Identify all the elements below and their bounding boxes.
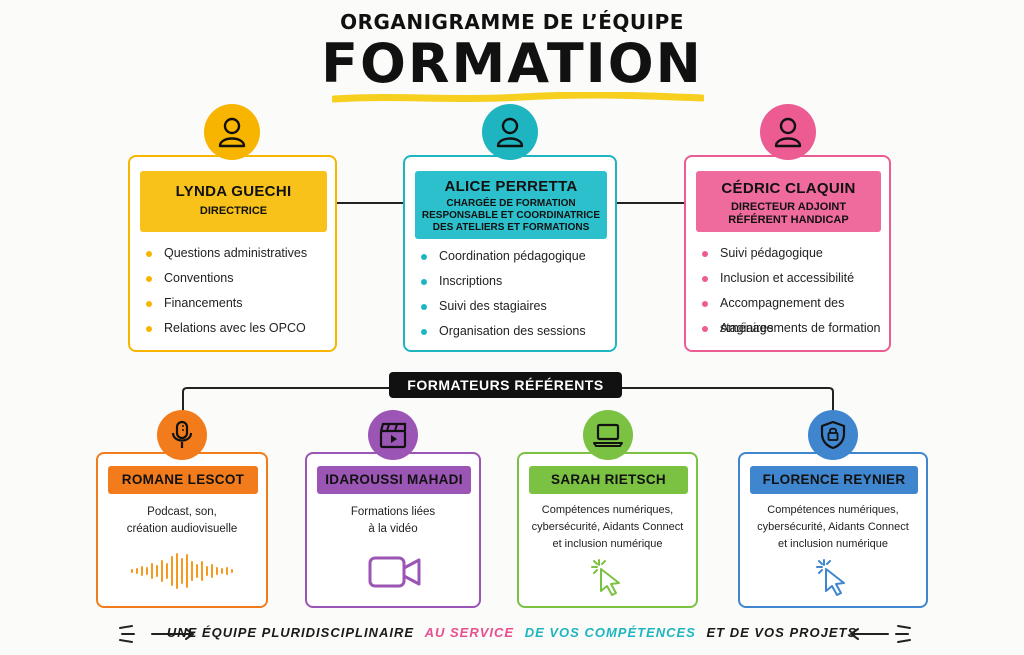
trainer-name: ROMANE LESCOT xyxy=(121,472,245,487)
leader-role-line: CHARGÉE DE FORMATION xyxy=(446,198,576,209)
list-item: Relations avec les OPCO xyxy=(146,316,307,341)
leader-role: DIRECTRICE xyxy=(199,205,268,217)
person-icon xyxy=(774,117,802,148)
desc-line: Compétences numériques, xyxy=(767,504,899,516)
list-item: Conventions xyxy=(146,266,307,291)
footer-decoration-left xyxy=(119,625,195,643)
trainer-icon-circle xyxy=(808,410,858,460)
leader-role-line: RESPONSABLE ET COORDINATRICE xyxy=(421,210,601,221)
connector-line xyxy=(616,202,684,204)
trainer-name: FLORENCE REYNIER xyxy=(762,472,906,487)
leader-name-box: LYNDA GUECHI DIRECTRICE xyxy=(140,171,327,232)
list-item: Accompagnement des stagiaires xyxy=(702,291,889,335)
list-item: Coordination pédagogique xyxy=(421,244,586,269)
trainer-icon-circle xyxy=(583,410,633,460)
footer-text: DE VOS COMPÉTENCES xyxy=(524,625,696,640)
connector-line xyxy=(335,202,403,204)
desc-line: à la vidéo xyxy=(368,523,418,535)
leader-card: ALICE PERRETTA CHARGÉE DE FORMATION RESP… xyxy=(403,155,617,352)
avatar xyxy=(760,104,816,160)
section-banner: FORMATEURS RÉFÉRENTS xyxy=(389,372,622,398)
trainer-name: SARAH RIETSCH xyxy=(551,472,666,487)
shield-lock-icon xyxy=(820,420,846,450)
leader-role-line: DIRECTEUR ADJOINT xyxy=(730,201,847,213)
footer-text: UNE ÉQUIPE PLURIDISCIPLINAIRE xyxy=(166,625,414,640)
desc-line: Podcast, son, xyxy=(147,506,217,518)
page-subtitle: ORGANIGRAMME DE L’ÉQUIPE xyxy=(340,10,684,34)
list-item: Organisation des sessions xyxy=(421,319,586,344)
soundwave-icon xyxy=(131,553,233,589)
task-list: Coordination pédagogique Inscriptions Su… xyxy=(421,244,586,344)
cursor-click-icon xyxy=(591,559,620,596)
footer-text: AU SERVICE xyxy=(424,625,515,640)
desc-line: création audiovisuelle xyxy=(126,523,238,535)
leader-name-box: CÉDRIC CLAQUIN DIRECTEUR ADJOINT RÉFÉREN… xyxy=(696,171,881,232)
title-underline xyxy=(332,92,704,103)
trainer-name-box: SARAH RIETSCH xyxy=(529,466,688,494)
list-item: Inclusion et accessibilité xyxy=(702,266,889,291)
trainer-description: Compétences numériques, cybersécurité, A… xyxy=(740,502,926,553)
leader-name: ALICE PERRETTA xyxy=(444,178,578,195)
trainer-icon-circle xyxy=(368,410,418,460)
leader-name-box: ALICE PERRETTA CHARGÉE DE FORMATION RESP… xyxy=(415,171,607,239)
laptop-icon xyxy=(593,423,623,447)
list-item: Questions administratives xyxy=(146,241,307,266)
trainer-icon-circle xyxy=(157,410,207,460)
list-item: Financements xyxy=(146,291,307,316)
trainer-card: SARAH RIETSCH Compétences numériques, cy… xyxy=(517,452,698,608)
trainer-name-box: FLORENCE REYNIER xyxy=(750,466,918,494)
footer-tagline: UNE ÉQUIPE PLURIDISCIPLINAIRE AU SERVICE… xyxy=(0,625,1024,640)
trainer-description: Podcast, son, création audiovisuelle xyxy=(98,504,266,538)
leader-card: LYNDA GUECHI DIRECTRICE Questions admini… xyxy=(128,155,337,352)
avatar xyxy=(204,104,260,160)
desc-line: cybersécurité, Aidants Connect xyxy=(531,521,684,533)
person-icon xyxy=(218,117,246,148)
desc-line: Formations liées xyxy=(350,506,436,518)
leader-card: CÉDRIC CLAQUIN DIRECTEUR ADJOINT RÉFÉREN… xyxy=(684,155,891,352)
list-item: Aménagements de formation xyxy=(702,316,889,341)
trainer-name-box: IDAROUSSI MAHADI xyxy=(317,466,471,494)
footer-decoration-right xyxy=(849,625,911,643)
list-item: Inscriptions xyxy=(421,269,586,294)
clapperboard-icon xyxy=(379,422,407,449)
person-icon xyxy=(496,117,524,148)
trainer-name-box: ROMANE LESCOT xyxy=(108,466,258,494)
cursor-click-icon xyxy=(816,559,845,596)
trainer-card: ROMANE LESCOT Podcast, son, création aud… xyxy=(96,452,268,608)
desc-line: cybersécurité, Aidants Connect xyxy=(757,521,909,533)
trainer-description: Compétences numériques, cybersécurité, A… xyxy=(519,502,696,553)
leader-role-line: DES ATELIERS ET FORMATIONS xyxy=(432,222,590,233)
trainer-card: IDAROUSSI MAHADI Formations liées à la v… xyxy=(305,452,481,608)
task-list: Suivi pédagogique Inclusion et accessibi… xyxy=(702,241,889,341)
desc-line: et inclusion numérique xyxy=(777,538,889,550)
microphone-icon xyxy=(171,420,193,448)
task-list: Questions administratives Conventions Fi… xyxy=(146,241,307,341)
leader-role-line: RÉFÉRENT HANDICAP xyxy=(728,214,849,226)
trainer-card: FLORENCE REYNIER Compétences numériques,… xyxy=(738,452,928,608)
trainer-description: Formations liées à la vidéo xyxy=(307,504,479,538)
page-title: FORMATION xyxy=(321,32,703,95)
video-camera-icon xyxy=(368,556,421,588)
list-item: Suivi pédagogique xyxy=(702,241,889,266)
desc-line: Compétences numériques, xyxy=(541,504,674,516)
footer-text: ET DE VOS PROJETS xyxy=(706,625,858,640)
leader-name: LYNDA GUECHI xyxy=(175,183,292,200)
trainer-name: IDAROUSSI MAHADI xyxy=(325,472,463,487)
desc-line: et inclusion numérique xyxy=(552,538,663,550)
leader-name: CÉDRIC CLAQUIN xyxy=(721,180,856,197)
avatar xyxy=(482,104,538,160)
list-item: Suivi des stagiaires xyxy=(421,294,586,319)
